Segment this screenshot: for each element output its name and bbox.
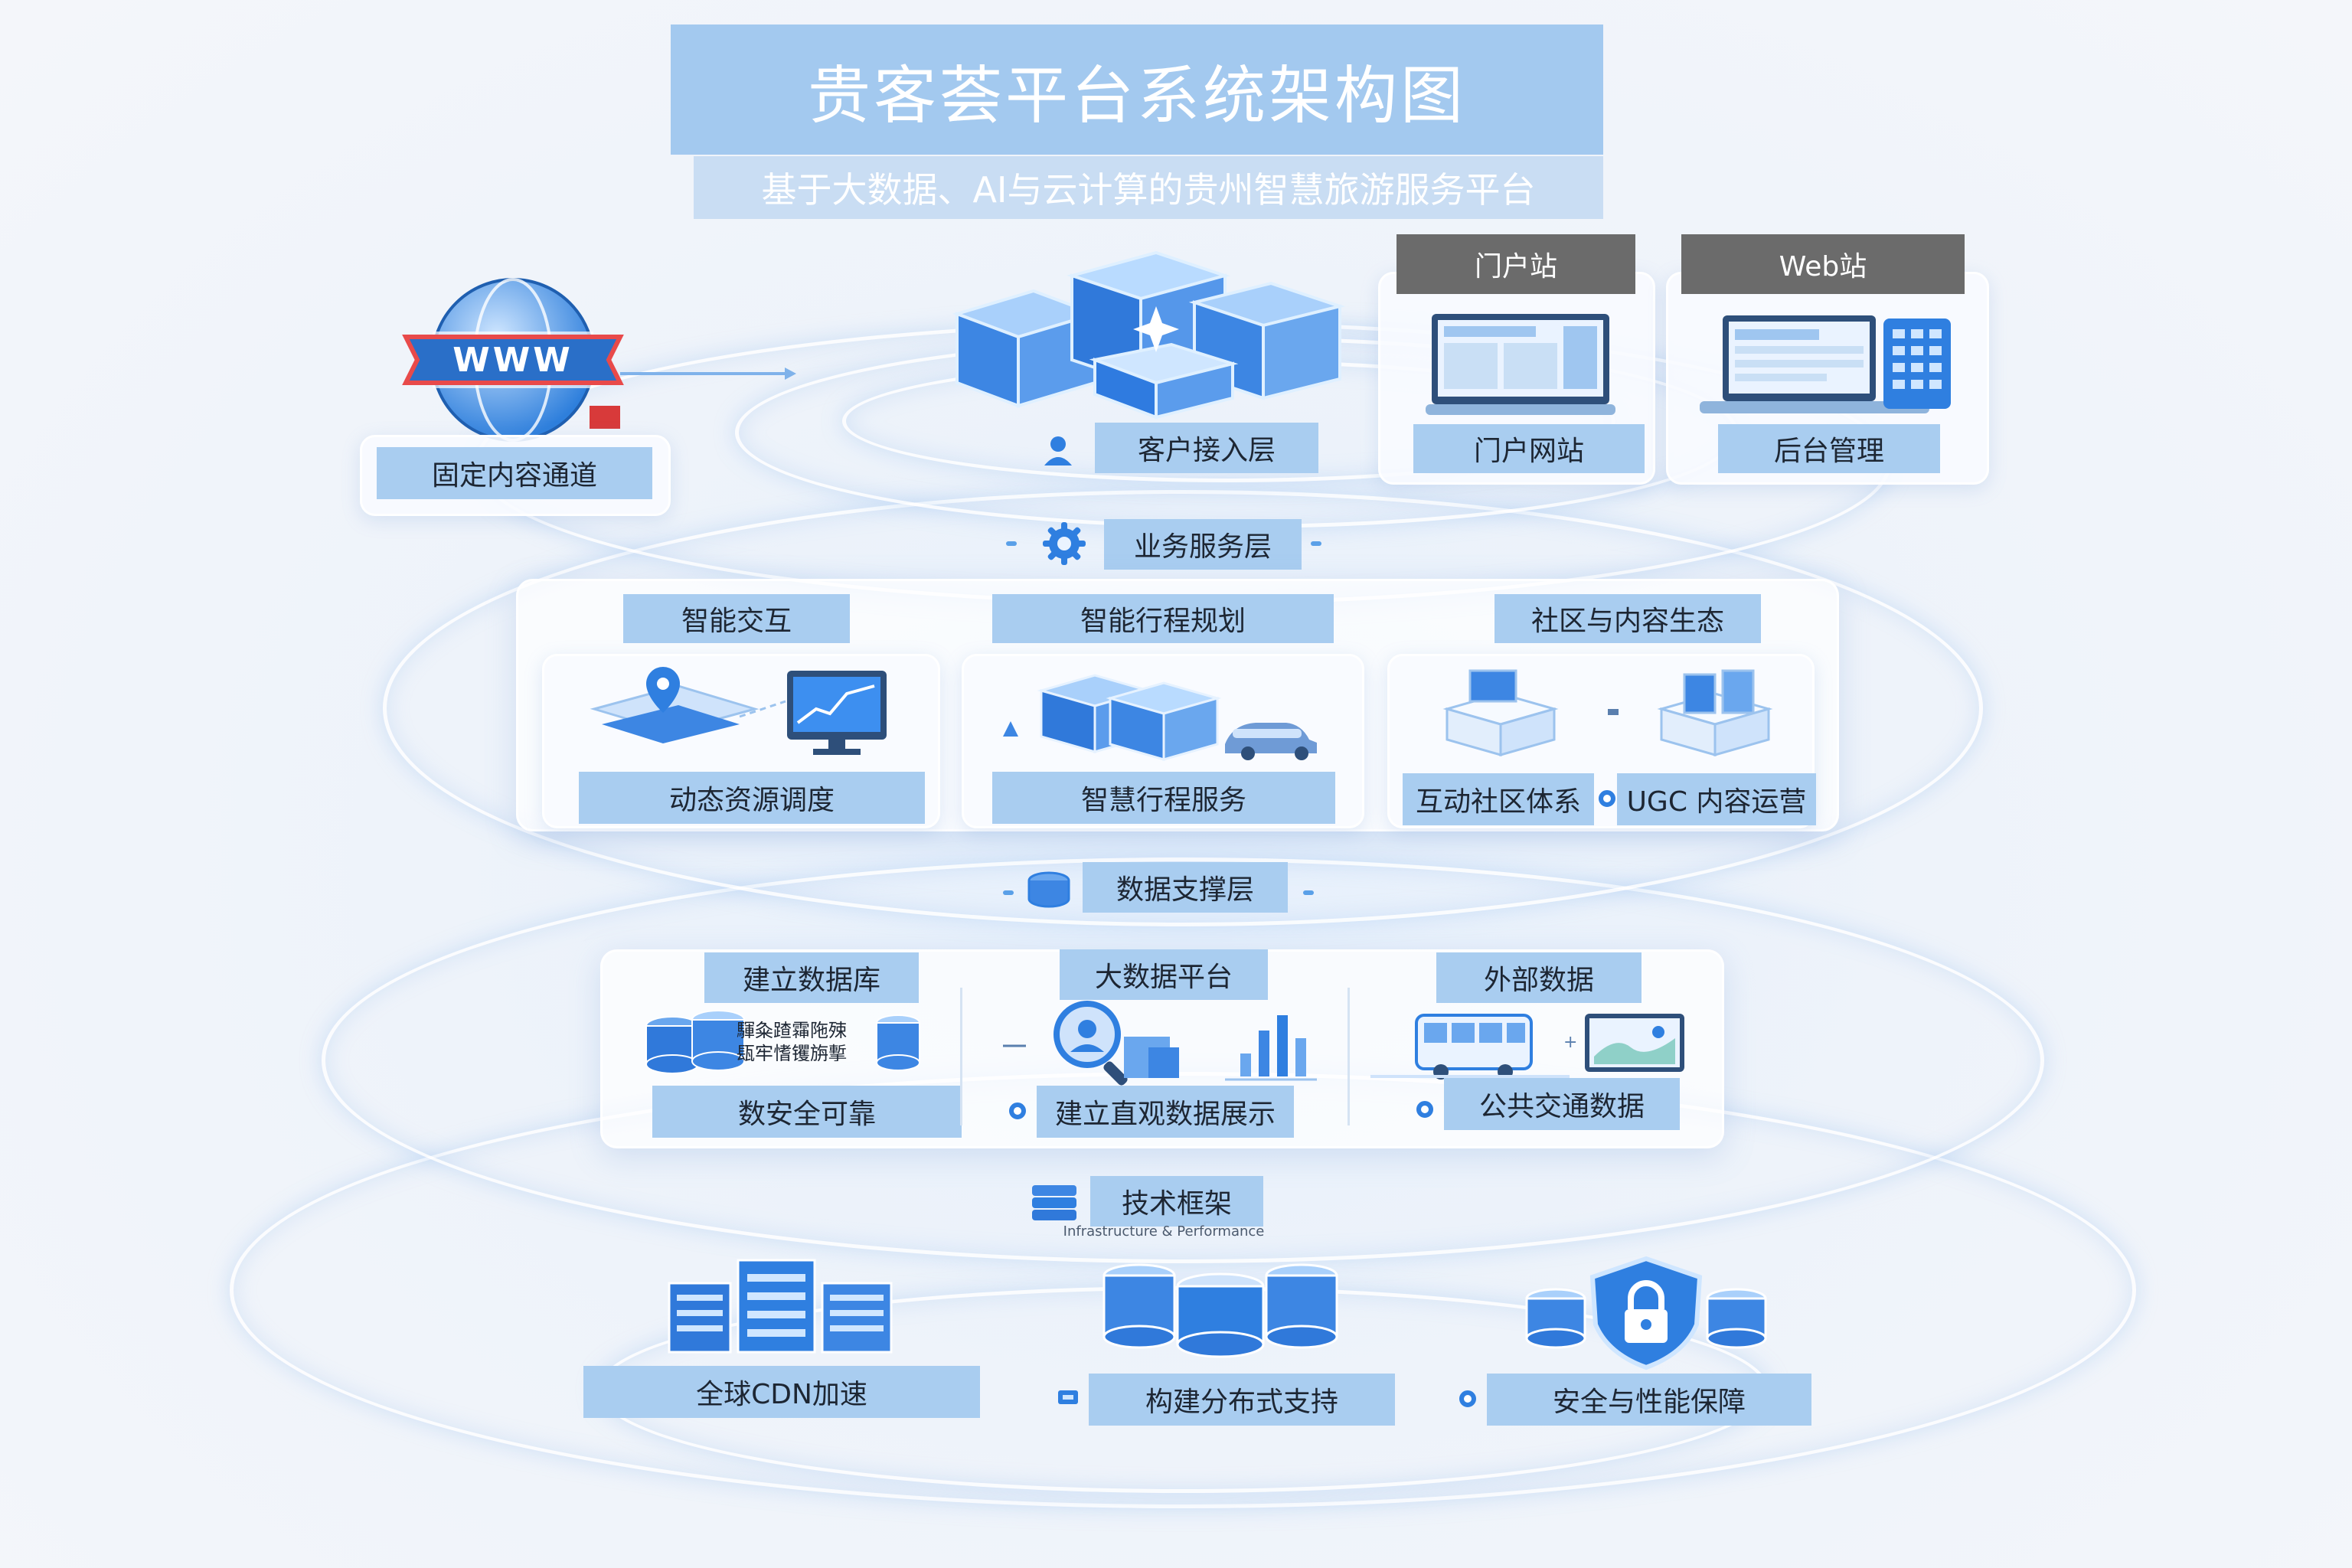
server-racks-icon (662, 1253, 906, 1360)
divider-2 (1348, 988, 1350, 1125)
business-col1-header: 智能交互 (623, 594, 850, 643)
map-dashboard-icon (586, 663, 893, 763)
business-layer-tick-right (1311, 541, 1321, 546)
tech-layer-caption: Infrastructure & Performance (1063, 1223, 1265, 1240)
cloud-cubes-icon (942, 230, 1370, 421)
db-glyph-row-1: 䮝粂蹅䨩陁殐 (737, 1020, 847, 1038)
user-icon (1041, 433, 1075, 467)
admin-screen-icon (1700, 312, 1960, 418)
data-display-label: 建立直观数据展示 (1037, 1086, 1294, 1138)
data-col3-header: 外部数据 (1436, 952, 1642, 1003)
distributed-db-icon (1098, 1260, 1343, 1358)
web-site-header: Web站 (1681, 234, 1965, 294)
security-bullet-dot (1459, 1390, 1476, 1407)
globe-www-text: WWW (452, 340, 573, 380)
ugc-bullet-dot (1599, 790, 1615, 807)
data-display-bullet-dot (1009, 1102, 1026, 1119)
web-site-label: 后台管理 (1718, 424, 1940, 473)
business-col3-header: 社区与内容生态 (1494, 594, 1761, 643)
community-boxes-icon (1439, 663, 1776, 763)
public-transit-label: 公共交通数据 (1444, 1078, 1680, 1130)
business-layer-tick-left (1006, 541, 1017, 546)
shield-lock-icon (1524, 1256, 1769, 1370)
data-layer-title: 数据支撑层 (1083, 862, 1288, 913)
portal-site-header: 门户站 (1396, 234, 1635, 294)
bus-chart-icon: + (1355, 1008, 1700, 1084)
globe-arrow (620, 368, 796, 380)
distributed-label: 构建分布式支持 (1089, 1374, 1395, 1426)
business-layer-title: 业务服务层 (1104, 519, 1302, 570)
db-glyph-row-2: 瓺牢愭䦆旃㨻 (737, 1043, 847, 1061)
database-stack-icon (642, 1010, 925, 1080)
ugc-content-label: UGC 内容运营 (1617, 773, 1816, 825)
portal-site-label: 门户网站 (1413, 424, 1645, 473)
business-col2-header: 智能行程规划 (992, 594, 1334, 643)
diagram-subtitle: 基于大数据、AI与云计算的贵州智慧旅游服务平台 (694, 156, 1603, 219)
chip-icon (1057, 1389, 1080, 1406)
portal-screen-icon (1426, 312, 1615, 418)
dynamic-resource-label: 动态资源调度 (579, 772, 925, 824)
smart-itinerary-label: 智慧行程服务 (992, 772, 1335, 824)
server-stack-small-icon (1031, 1184, 1078, 1222)
data-safe-label: 数安全可靠 (652, 1086, 962, 1138)
client-access-label: 客户接入层 (1095, 423, 1318, 473)
cdn-label: 全球CDN加速 (583, 1366, 980, 1418)
magnifier-analytics-icon (995, 1000, 1332, 1086)
data-col2-header: 大数据平台 (1060, 949, 1268, 1000)
itinerary-cubes-icon (980, 660, 1332, 767)
divider-1 (960, 988, 962, 1125)
data-col1-header: 建立数据库 (704, 952, 919, 1003)
data-layer-tick-right (1303, 890, 1314, 895)
svg-text:+: + (1563, 1033, 1577, 1052)
tech-layer-title: 技术框架 (1090, 1176, 1263, 1227)
security-label: 安全与性能保障 (1487, 1374, 1811, 1426)
interactive-community-label: 互动社区体系 (1403, 773, 1594, 825)
public-transit-bullet-dot (1416, 1101, 1433, 1118)
data-layer-tick-left (1003, 890, 1014, 895)
diagram-title: 贵客荟平台系统架构图 (671, 24, 1603, 155)
database-disc-icon (1026, 871, 1072, 910)
gear-icon (1043, 522, 1086, 565)
globe-icon: WWW (398, 276, 628, 444)
fixed-channel-label: 固定内容通道 (377, 447, 652, 499)
